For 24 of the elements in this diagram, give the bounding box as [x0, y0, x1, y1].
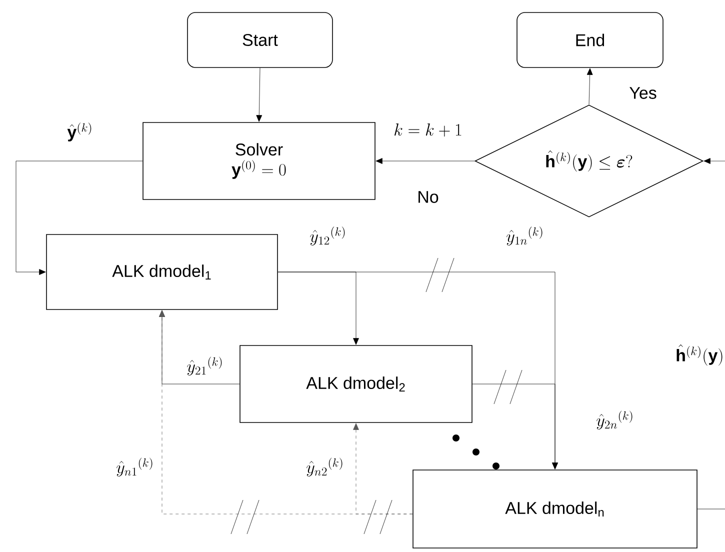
edge-label: $\hat{y}_{2n}{}^{(k)}$	[596, 410, 632, 430]
formula-label: $\hat{\mathbf{h}}^{(k)}(\mathbf{y})$	[676, 344, 722, 366]
terminal-box: Start	[187, 12, 333, 68]
edge-label: $\hat{y}_{1n}{}^{(k)}$	[506, 226, 542, 246]
arrow	[586, 68, 593, 105]
terminal-box: End	[516, 12, 664, 68]
formula-label: $k = k+1$	[394, 123, 462, 137]
process-box: ALK dmodel$_{n}$	[412, 470, 698, 548]
arrow	[16, 160, 143, 275]
process-box: ALK dmodel$_{2}$	[240, 345, 472, 423]
arrow	[353, 423, 413, 514]
arrow	[704, 158, 725, 164]
process-box: Solver $\mathbf{y}^{(0)} = 0$	[142, 122, 376, 200]
arrow	[256, 68, 262, 122]
edge-label: $\hat{y}_{21}{}^{(k)}$	[187, 356, 222, 376]
edge-label: $\hat{y}_{n2}{}^{(k)}$	[306, 458, 342, 476]
edge-label: $\hat{y}_{12}{}^{(k)}$	[310, 226, 345, 246]
arrow	[472, 384, 558, 470]
edge-label: $\hat{\mathbf{y}}^{(k)}$	[67, 122, 92, 142]
process-box: ALK dmodel$_{1}$	[46, 234, 278, 310]
arrow	[376, 158, 475, 164]
edge-label: $\hat{y}_{n1}{}^{(k)}$	[116, 458, 152, 476]
edge-label: No	[418, 191, 438, 203]
edge-label: Yes	[630, 87, 656, 99]
